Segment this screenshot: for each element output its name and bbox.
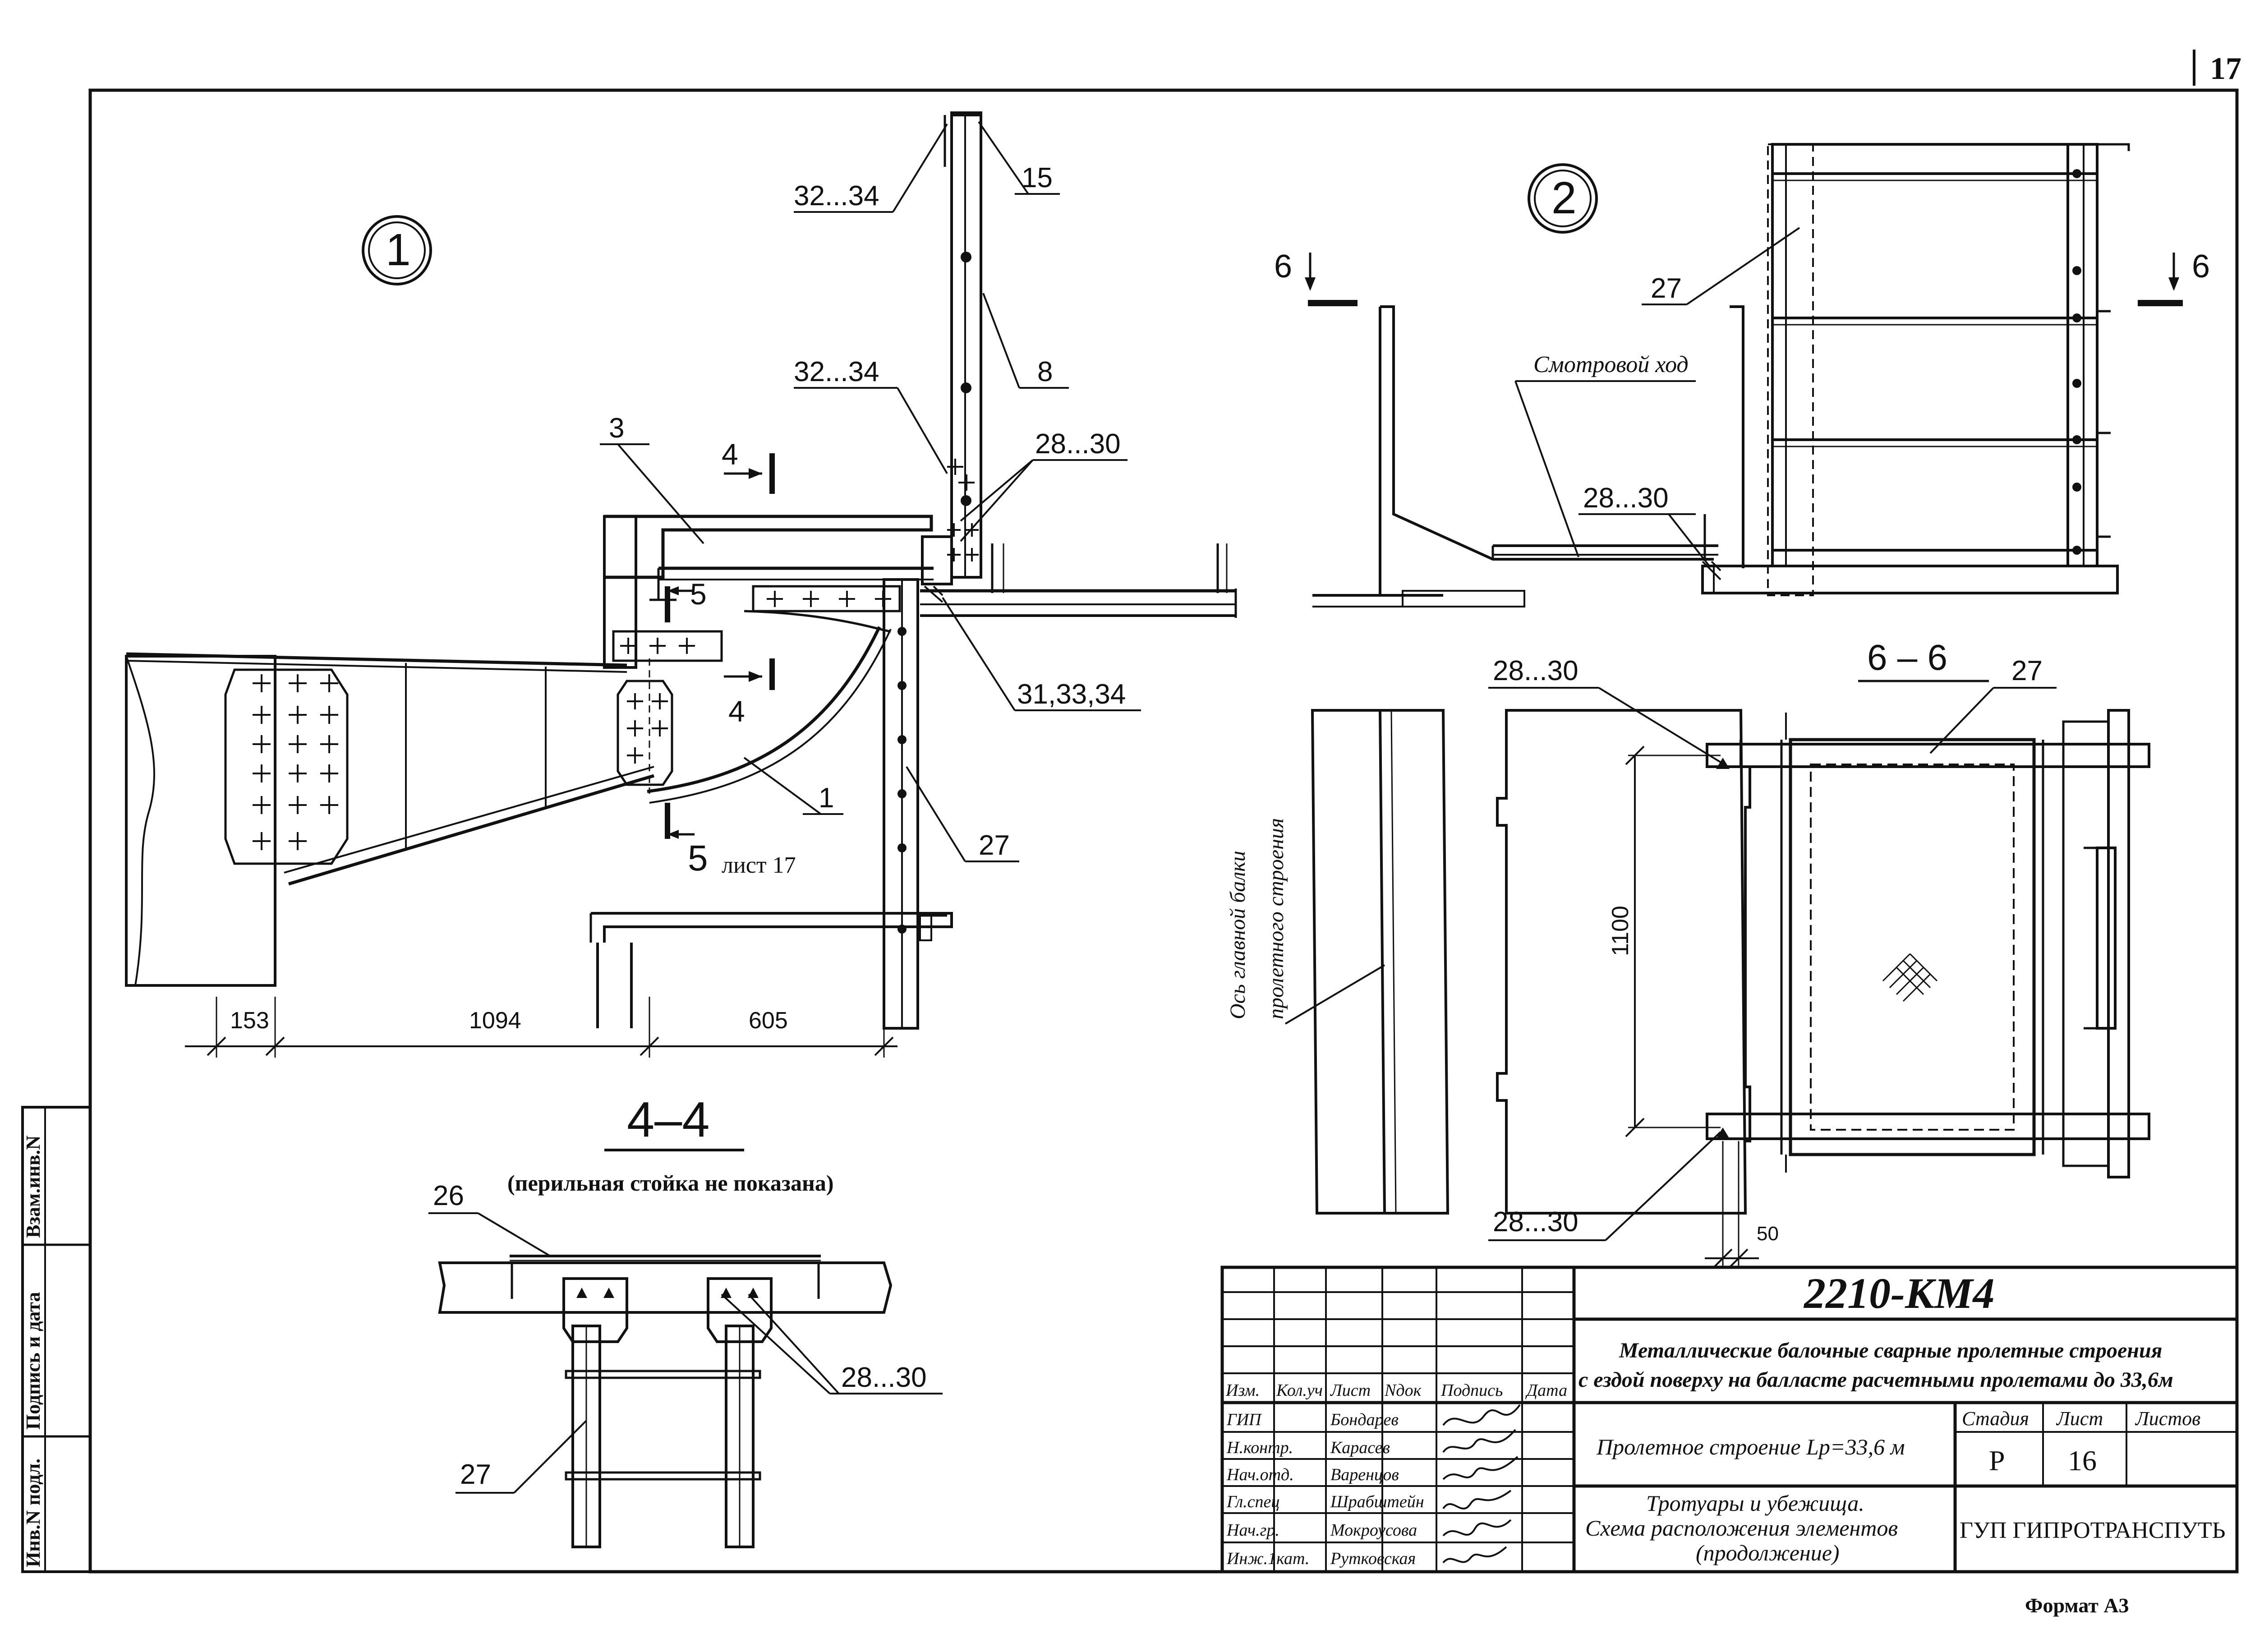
cut-6-right-label: 6 [2192,248,2210,285]
callout-31-33-34: 31,33,34 [1017,679,1126,710]
callout-15: 15 [1022,162,1053,193]
hdr-kol: Кол.уч [1276,1381,1323,1400]
cut-5-top-label: 5 [690,577,707,611]
outer-frame [88,88,2239,1574]
hdr-ndok: Nдок [1384,1381,1422,1400]
sheet-ref-label: лист 17 [722,852,796,878]
stamp-podpis-data: Подпись и дата [22,1292,44,1430]
stamp-vzam-inv: Взам.инв.N [22,1136,44,1238]
name-1: Карасев [1330,1438,1390,1457]
hdr-list-2: Лист [2056,1408,2103,1430]
side-stamp: Инв.N подл. Подпись и дата Взам.инв.N [21,1106,92,1573]
callout-28-30-v1: 28...30 [1035,428,1121,460]
callout-28-30-s4: 28...30 [841,1362,927,1393]
callout-32-34-mid: 32...34 [794,356,879,387]
callout-1: 1 [819,782,834,814]
viewing-path-label: Смотровой ход [1533,352,1689,377]
role-3: Гл.спец [1226,1492,1279,1511]
stamp-inv-podl: Инв.N подл. [22,1459,44,1567]
dim-153: 153 [230,1008,269,1034]
name-0: Бондарев [1330,1410,1399,1429]
mesh-icon [1882,953,1938,1002]
callout-3: 3 [609,413,624,444]
section-4-4: 4–4 (перильная стойка не показана) 26 28… [428,1092,943,1548]
section-4-4-note: (перильная стойка не показана) [507,1170,834,1196]
view-1-callouts: 15 32...34 8 32...34 28...30 31,33,34 3 … [185,121,1141,1058]
name-3: Шрабштейн [1330,1492,1424,1511]
role-2: Нач.отд. [1226,1465,1294,1484]
role-0: ГИП [1226,1410,1262,1429]
view-1: 1 [125,111,1237,1030]
role-5: Инж.1кат. [1226,1549,1309,1568]
section-6-6-title: 6 – 6 [1867,637,1947,677]
callout-28-30-v2: 28...30 [1583,483,1669,514]
view-2-marker: 2 [1551,173,1577,223]
doc-code: 2210-КМ4 [1803,1269,1994,1317]
name-5: Рутковская [1330,1549,1416,1568]
signatures [1442,1404,1521,1564]
dim-50: 50 [1757,1223,1779,1245]
sheet-title-line-1: Тротуары и убежища. [1646,1491,1864,1516]
dim-605: 605 [749,1008,788,1034]
callout-27-s6: 27 [2011,655,2043,686]
view-1-marker: 1 [386,225,411,275]
span-title: Пролетное строение Lp=33,6 м [1596,1434,1905,1459]
cut-5-bottom-label: 5 [688,838,708,878]
hdr-listov: Листов [2135,1408,2200,1430]
organization: ГУП ГИПРОТРАНСПУТЬ [1960,1518,2226,1543]
view-2: 2 [1274,143,2210,607]
dim-1094: 1094 [469,1008,521,1034]
cut-4-bottom-label: 4 [728,695,745,728]
section-6-6: 6 – 6 Ось главной балки пролетного строе… [1226,637,2150,1268]
hdr-list: Лист [1330,1381,1371,1400]
section-4-4-title: 4–4 [627,1092,710,1147]
callout-27-s4: 27 [460,1459,491,1490]
callout-8: 8 [1037,356,1053,387]
name-4: Мокроусова [1330,1521,1417,1540]
hdr-podpis: Подпись [1440,1381,1503,1400]
callout-28-30-s6-top: 28...30 [1493,655,1578,686]
project-title-line-2: с ездой поверху на балласте расчетными п… [1578,1368,2173,1392]
name-2: Варенцов [1330,1465,1399,1484]
dim-1100: 1100 [1607,906,1634,956]
hdr-izm: Изм. [1225,1381,1260,1400]
sheet-title-line-2: Схема расположения элементов [1585,1515,1898,1541]
stage: Р [1989,1445,2005,1477]
cut-4-top-label: 4 [722,437,738,471]
callout-27-v2: 27 [1651,273,1682,304]
callout-27-v1: 27 [979,830,1010,861]
hdr-stadiya: Стадия [1962,1408,2029,1430]
axis-label-2: пролетного строения [1264,818,1288,1019]
sheet-number: 16 [2068,1445,2097,1477]
callout-32-34-top: 32...34 [794,180,879,212]
project-title-line-1: Металлические балочные сварные пролетные… [1619,1339,2162,1362]
hdr-data: Дата [1525,1381,1567,1400]
sheet-title-line-3: (продолжение) [1696,1540,1840,1565]
role-4: Нач.гр. [1226,1521,1279,1540]
callout-28-30-s6-bottom: 28...30 [1493,1206,1578,1238]
title-block: 2210-КМ4 Металлические балочные сварные … [1220,1265,2239,1574]
callout-26: 26 [433,1180,464,1211]
axis-label-1: Ось главной балки [1226,851,1250,1019]
sheet-corner-number: 17 [2210,51,2241,86]
role-1: Н.контр. [1226,1438,1293,1457]
format-label: Формат А3 [2025,1594,2129,1617]
cut-6-left-label: 6 [1274,248,1292,285]
